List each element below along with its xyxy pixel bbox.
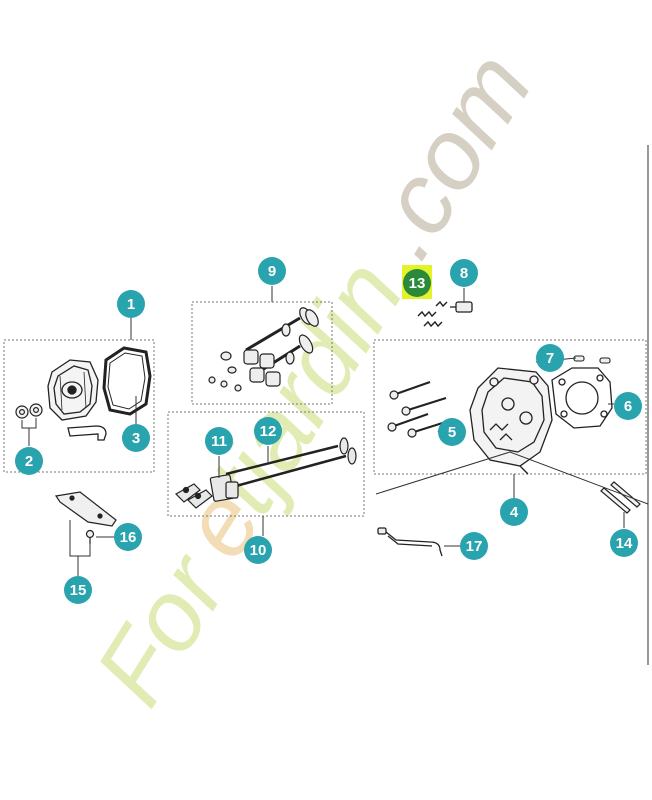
callout-circle	[114, 523, 142, 551]
callout-label: 1	[127, 296, 135, 313]
breather-tube-drawing	[67, 425, 107, 441]
callout-circle	[254, 417, 282, 445]
callout-label: 17	[466, 538, 483, 555]
callout-circle	[205, 427, 233, 455]
watermark-brand-suffix: .com	[344, 34, 554, 277]
screw-drawing	[85, 529, 95, 544]
callout-4[interactable]: 4	[500, 498, 528, 526]
callout-2[interactable]: 2	[15, 447, 43, 475]
group-box-cylinder-head	[373, 339, 647, 475]
leader-2-bracket	[21, 418, 37, 429]
callout-circle	[403, 269, 431, 297]
callout-circle	[614, 392, 642, 420]
callout-14[interactable]: 14	[610, 529, 638, 557]
nuts-drawing	[15, 403, 43, 419]
callout-circle	[258, 257, 286, 285]
group-box-valves	[191, 301, 333, 405]
callout-circle	[450, 259, 478, 287]
callout-6[interactable]: 6	[614, 392, 642, 420]
callout-label: 14	[616, 535, 633, 552]
callout-9[interactable]: 9	[258, 257, 286, 285]
callout-circle	[117, 290, 145, 318]
callout-circle	[610, 529, 638, 557]
callout-label: 8	[460, 265, 468, 282]
callout-circle	[500, 498, 528, 526]
sensor-wire-drawing	[377, 527, 443, 557]
callout-13[interactable]: 13	[402, 265, 432, 299]
callout-circle	[64, 576, 92, 604]
callout-label: 15	[70, 582, 87, 599]
callout-3[interactable]: 3	[122, 424, 150, 452]
group-box-rocker-pushrods	[167, 411, 365, 517]
callout-label: 9	[268, 263, 276, 280]
callout-circle	[244, 536, 272, 564]
callout-circle	[15, 447, 43, 475]
callout-8[interactable]: 8	[450, 259, 478, 287]
callout-15[interactable]: 15	[64, 576, 92, 604]
callout-label: 16	[120, 529, 137, 546]
callout-7[interactable]: 7	[536, 344, 564, 372]
part-13-drawing	[417, 300, 448, 328]
cylinder-head-drawing	[469, 367, 553, 475]
valve-cover-gasket-drawing	[102, 346, 152, 416]
callout-circle	[536, 344, 564, 372]
callout-circle	[438, 418, 466, 446]
callout-circle	[460, 532, 488, 560]
part-8-drawing	[450, 301, 473, 313]
dowels-drawing	[573, 355, 611, 364]
callout-11[interactable]: 11	[205, 427, 233, 455]
callout-label: 6	[624, 398, 632, 415]
callout-label: 12	[260, 423, 277, 440]
deflector-plate-drawing	[54, 491, 117, 527]
callout-label: 5	[448, 424, 456, 441]
callout-label: 10	[250, 542, 267, 559]
leader-4-explode-lines	[375, 451, 649, 505]
callout-5[interactable]: 5	[438, 418, 466, 446]
watermark-brand-part1: For	[74, 534, 250, 724]
rocker-arms-drawing	[175, 437, 357, 509]
callout-10[interactable]: 10	[244, 536, 272, 564]
leader-15-bracket	[69, 520, 91, 557]
callout-17[interactable]: 17	[460, 532, 488, 560]
pins-drawing	[600, 481, 641, 514]
head-bolts-drawing	[387, 381, 453, 438]
callout-12[interactable]: 12	[254, 417, 282, 445]
callout-label: 2	[25, 453, 33, 470]
callout-1[interactable]: 1	[117, 290, 145, 318]
callout-label: 11	[211, 433, 227, 450]
valves-drawing	[208, 307, 319, 392]
callout-label: 13	[409, 275, 426, 292]
group-box-valve-cover	[3, 339, 155, 473]
callout-circle	[122, 424, 150, 452]
valve-cover-drawing	[47, 359, 99, 421]
callout-label: 7	[546, 350, 554, 367]
callout-16[interactable]: 16	[114, 523, 142, 551]
watermark: For e tjardin .com	[74, 34, 554, 724]
callout-label: 3	[132, 430, 140, 447]
head-gasket-drawing	[551, 367, 613, 429]
callout-label: 4	[510, 504, 519, 521]
